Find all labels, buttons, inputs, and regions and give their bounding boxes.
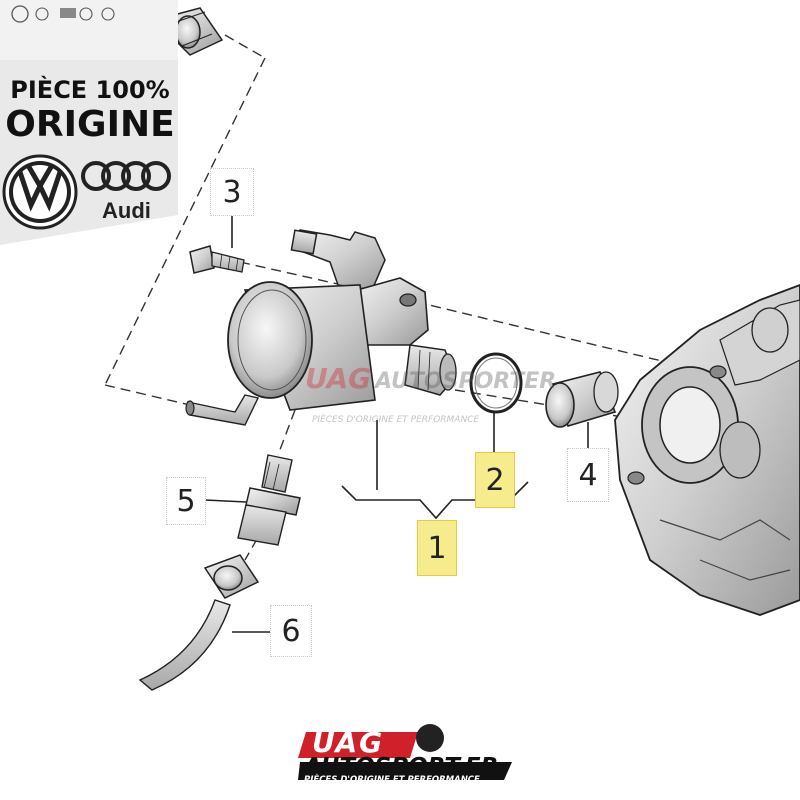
logo-brand-part1: UAG [312, 726, 385, 759]
logo-background-icon [298, 724, 512, 780]
uag-autosport-logo: UAG AUTOSPORT.FR PIÈCES D'ORIGINE ET PER… [298, 720, 518, 790]
roller-tappet [545, 371, 619, 428]
callout-2: 2 [475, 452, 515, 508]
o-ring-seal [469, 352, 523, 414]
vw-mini-logo-icon [11, 5, 29, 23]
skoda-mini-logo-icon [79, 7, 93, 21]
audi-rings-logo-icon [81, 161, 171, 191]
promo-line-2: ORIGINE [5, 104, 175, 145]
vw-mini-logo-2-icon [101, 7, 115, 21]
helmet-skull-icon [416, 724, 444, 752]
genuine-parts-badge: PIÈCE 100% ORIGINE Audi [0, 0, 180, 245]
high-pressure-fuel-pump [185, 229, 457, 426]
logo-tagline: PIÈCES D'ORIGINE ET PERFORMANCE [304, 775, 480, 785]
audi-mini-logo-icon [35, 7, 49, 21]
union-fitting [237, 454, 301, 546]
watermark-tagline: PIÈCES D'ORIGINE ET PERFORMANCE [312, 413, 479, 425]
callout-6: 6 [270, 605, 312, 657]
bolt-part [189, 245, 245, 274]
callout-4: 4 [567, 448, 609, 502]
watermark-part2: AUTOSPORTER [373, 369, 556, 394]
watermark: UAG AUTOSPORTER PIÈCES D'ORIGINE ET PERF… [305, 362, 556, 425]
logo-brand-part2: AUTOSPORT.FR [304, 754, 499, 780]
engine-housing [614, 284, 800, 616]
callout-1: 1 [417, 520, 457, 576]
seat-mini-logo-icon [60, 8, 76, 18]
parts-box-graphic [0, 0, 178, 245]
volkswagen-logo-icon [2, 154, 78, 230]
promo-line-1: PIÈCE 100% [10, 76, 170, 104]
audi-wordmark: Audi [102, 198, 151, 223]
watermark-part1: UAG [305, 362, 371, 395]
callout-3: 3 [210, 168, 254, 216]
callout-5: 5 [166, 477, 206, 525]
fuel-line [138, 554, 260, 691]
